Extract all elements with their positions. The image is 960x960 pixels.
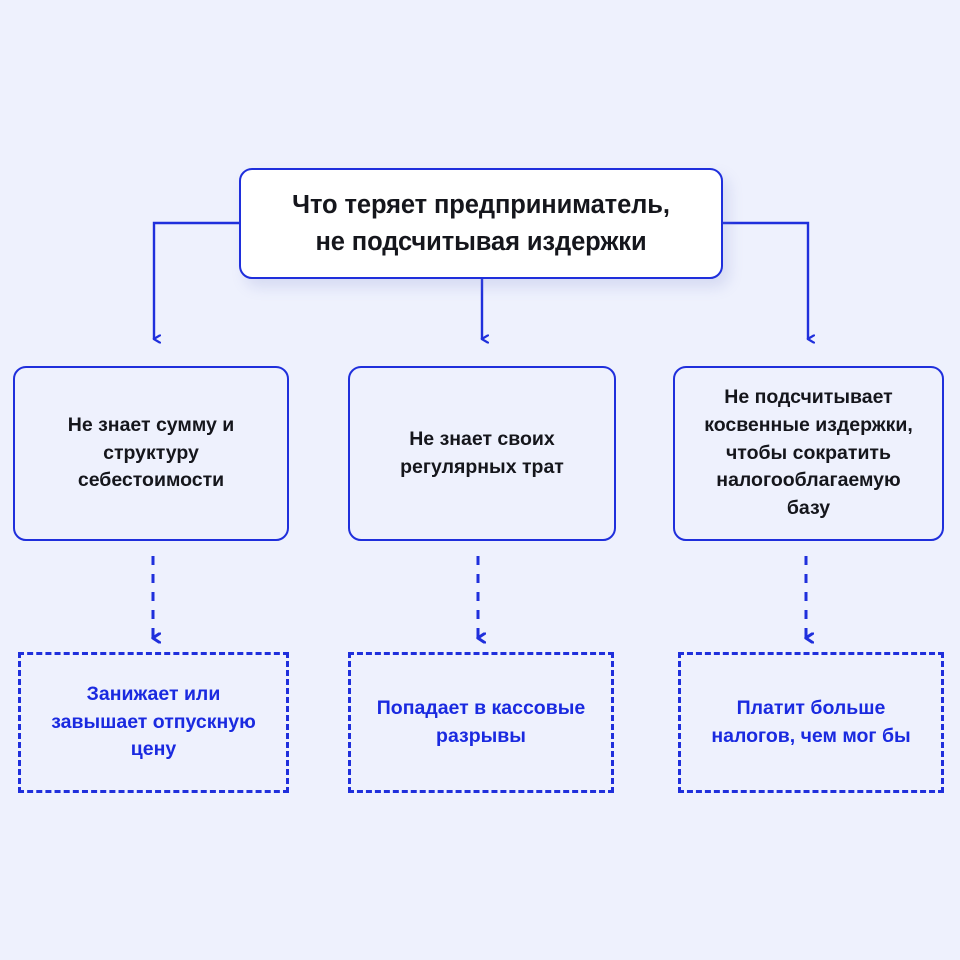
root-node: Что теряет предприниматель, не подсчитыв… (239, 168, 723, 279)
root-node-label: Что теряет предприниматель, не подсчитыв… (292, 191, 670, 256)
cause-node-1-label: Не знает сумму и структуру себестоимости (67, 413, 235, 492)
cause-node-2: Не знает своих регулярных трат (348, 366, 616, 541)
effect-node-1-label: Занижает или завышает отпускную цену (51, 682, 256, 761)
effect-node-2-label: Попадает в кассовые разрывы (376, 696, 586, 747)
cause-node-1: Не знает сумму и структуру себестоимости (13, 366, 289, 541)
effect-node-3: Платит больше налогов, чем мог бы (678, 652, 944, 793)
effect-node-1: Занижает или завышает отпускную цену (18, 652, 289, 793)
effect-node-3-label: Платит больше налогов, чем мог бы (711, 696, 911, 747)
cause-node-3: Не подсчитывает косвенные издержки, чтоб… (673, 366, 944, 541)
cause-node-2-label: Не знает своих регулярных трат (400, 427, 564, 478)
effect-node-2: Попадает в кассовые разрывы (348, 652, 614, 793)
connector-root-to-cause-right (723, 221, 808, 339)
connector-root-to-cause-left (154, 221, 239, 339)
cause-node-3-label: Не подсчитывает косвенные издержки, чтоб… (704, 386, 913, 520)
